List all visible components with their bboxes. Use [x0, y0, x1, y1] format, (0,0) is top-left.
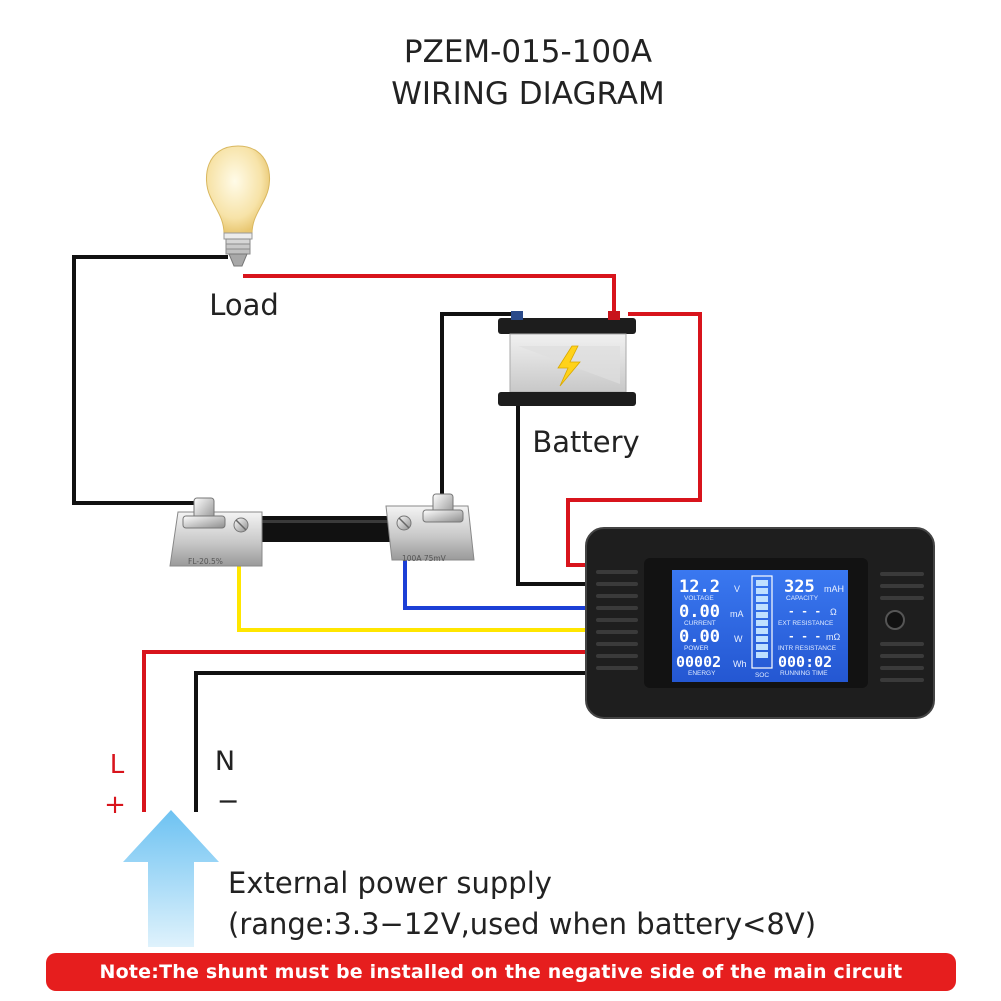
- running-time-value: 000:02: [778, 653, 832, 671]
- diagram-subtitle: WIRING DIAGRAM: [391, 76, 664, 112]
- voltage-label: VOLTAGE: [684, 595, 714, 602]
- shunt-resistor: FL-20.5% 100A 75mV: [169, 493, 475, 567]
- current-unit: mA: [730, 609, 744, 619]
- shunt-right-label: 100A 75mV: [402, 554, 447, 563]
- energy-value: 00002: [676, 653, 721, 671]
- wire-red-load-to-battery: [243, 274, 616, 314]
- ext-resistance-unit: Ω: [830, 607, 837, 617]
- up-arrow-icon: [123, 810, 219, 947]
- soc-bar: SOC: [751, 575, 773, 679]
- power-label: POWER: [684, 645, 709, 652]
- intr-resistance-value: - - -: [788, 630, 821, 643]
- live-sign: +: [104, 790, 126, 820]
- energy-unit: Wh: [733, 659, 747, 669]
- current-label: CURRENT: [684, 620, 716, 627]
- lightning-bolt-icon: [557, 345, 581, 387]
- battery-label: Battery: [532, 425, 639, 459]
- voltage-value: 12.2: [679, 577, 720, 597]
- soc-label: SOC: [755, 672, 769, 679]
- running-time-label: RUNNING TIME: [780, 670, 828, 677]
- wire-red-external: [142, 650, 590, 812]
- meter-button[interactable]: [885, 610, 905, 630]
- wire-black-load-to-shunt: [72, 255, 228, 505]
- light-bulb-icon: [205, 145, 271, 267]
- neutral-sign: −: [217, 786, 240, 817]
- power-unit: W: [734, 634, 743, 644]
- battery-icon: [498, 311, 636, 406]
- wire-black-battery-to-meter: [516, 318, 590, 586]
- pzem-meter: SOC 12.2 V VOLTAGE 0.00 mA CURRENT 0.00 …: [585, 527, 935, 719]
- energy-label: ENERGY: [688, 670, 716, 677]
- neutral-letter: N: [215, 746, 235, 777]
- current-value: 0.00: [679, 602, 720, 622]
- supply-title: External power supply: [228, 866, 552, 900]
- live-letter: L: [110, 750, 125, 780]
- power-value: 0.00: [679, 627, 720, 647]
- warning-note-text: Note:The shunt must be installed on the …: [99, 961, 903, 983]
- warning-note: Note:The shunt must be installed on the …: [46, 953, 956, 991]
- load-label: Load: [209, 288, 279, 322]
- wire-black-shunt-to-battery: [440, 312, 516, 502]
- capacity-label: CAPACITY: [786, 595, 819, 602]
- wire-red-battery-to-meter: [566, 312, 702, 567]
- intr-resistance-label: INTR RESISTANCE: [778, 645, 837, 652]
- wire-black-external: [194, 671, 590, 812]
- intr-resistance-unit: mΩ: [826, 632, 840, 642]
- diagram-title: PZEM-015-100A: [404, 34, 652, 70]
- capacity-value: 325: [784, 577, 815, 597]
- ext-resistance-label: EXT RESISTANCE: [778, 620, 834, 627]
- capacity-unit: mAH: [824, 584, 844, 594]
- supply-range: (range:3.3−12V,used when battery<8V): [228, 907, 816, 941]
- shunt-left-label: FL-20.5%: [188, 557, 223, 566]
- voltage-unit: V: [734, 584, 740, 594]
- ext-resistance-value: - - -: [788, 605, 821, 618]
